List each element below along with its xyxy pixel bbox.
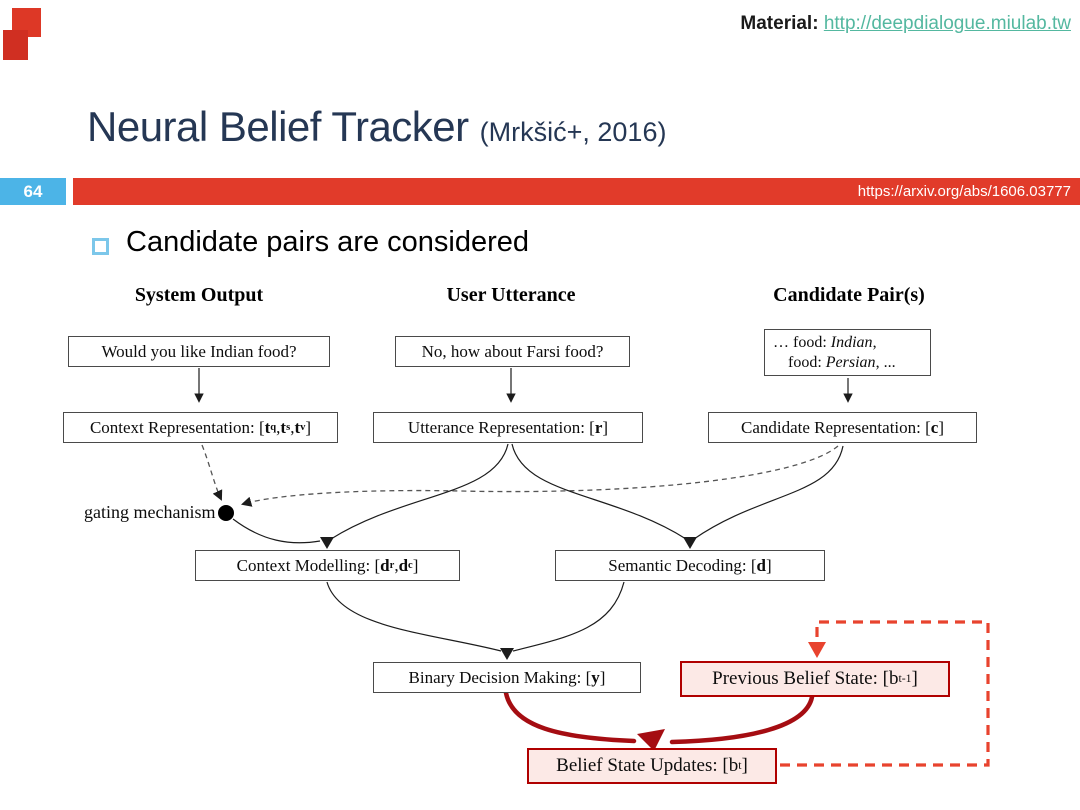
arrowhead-decision bbox=[500, 648, 514, 660]
candidate-pairs-box: … food: Indian, food: Persian, ... bbox=[764, 329, 931, 376]
page-title: Neural Belief Tracker (Mrkšić+, 2016) bbox=[87, 103, 666, 151]
material-link[interactable]: http://deepdialogue.miulab.tw bbox=[823, 13, 1071, 34]
title-main: Neural Belief Tracker bbox=[87, 103, 469, 150]
page-number-badge: 64 bbox=[0, 178, 66, 205]
curve-decoding-to-decision bbox=[512, 581, 625, 652]
material-credit: Material: http://deepdialogue.miulab.tw bbox=[740, 13, 1071, 35]
curve-utterance-to-decoding bbox=[511, 443, 687, 540]
candidate-representation-box: Candidate Representation: [c] bbox=[708, 412, 977, 443]
utterance-representation-box: Utterance Representation: [r] bbox=[373, 412, 643, 443]
arrowhead-feedback bbox=[808, 642, 826, 658]
dashed-context-to-gate bbox=[201, 444, 223, 501]
gating-mechanism-label: gating mechanism bbox=[84, 502, 216, 522]
bullet-text: Candidate pairs are considered bbox=[126, 226, 530, 258]
curve-previous-to-updates bbox=[669, 694, 815, 745]
arrowhead-decoding bbox=[683, 537, 697, 549]
arrowhead-modelling bbox=[320, 537, 334, 549]
column-header-system-output: System Output bbox=[134, 284, 264, 306]
arxiv-link[interactable]: https://arxiv.org/abs/1606.03777 bbox=[857, 183, 1071, 200]
curve-candidate-to-decoding bbox=[693, 445, 844, 540]
gating-dot bbox=[218, 505, 234, 521]
curve-utterance-to-modelling bbox=[330, 443, 509, 540]
material-label: Material: bbox=[740, 13, 819, 34]
system-output-box: Would you like Indian food? bbox=[68, 336, 330, 367]
curve-gate-to-modelling bbox=[232, 518, 321, 544]
header-bar: https://arxiv.org/abs/1606.03777 bbox=[73, 178, 1080, 205]
binary-decision-box: Binary Decision Making: [y] bbox=[373, 662, 641, 693]
dashed-candidate-to-gate bbox=[240, 445, 839, 507]
column-header-candidate-pairs: Candidate Pair(s) bbox=[773, 284, 925, 306]
title-citation: (Mrkšić+, 2016) bbox=[479, 117, 667, 147]
curve-decision-to-updates bbox=[503, 690, 637, 744]
curve-modelling-to-decision bbox=[326, 581, 502, 652]
user-utterance-box: No, how about Farsi food? bbox=[395, 336, 630, 367]
column-header-user-utterance: User Utterance bbox=[446, 284, 576, 306]
semantic-decoding-box: Semantic Decoding: [d] bbox=[555, 550, 825, 581]
corner-square-decoration bbox=[3, 30, 28, 60]
bullet-icon bbox=[92, 238, 109, 255]
